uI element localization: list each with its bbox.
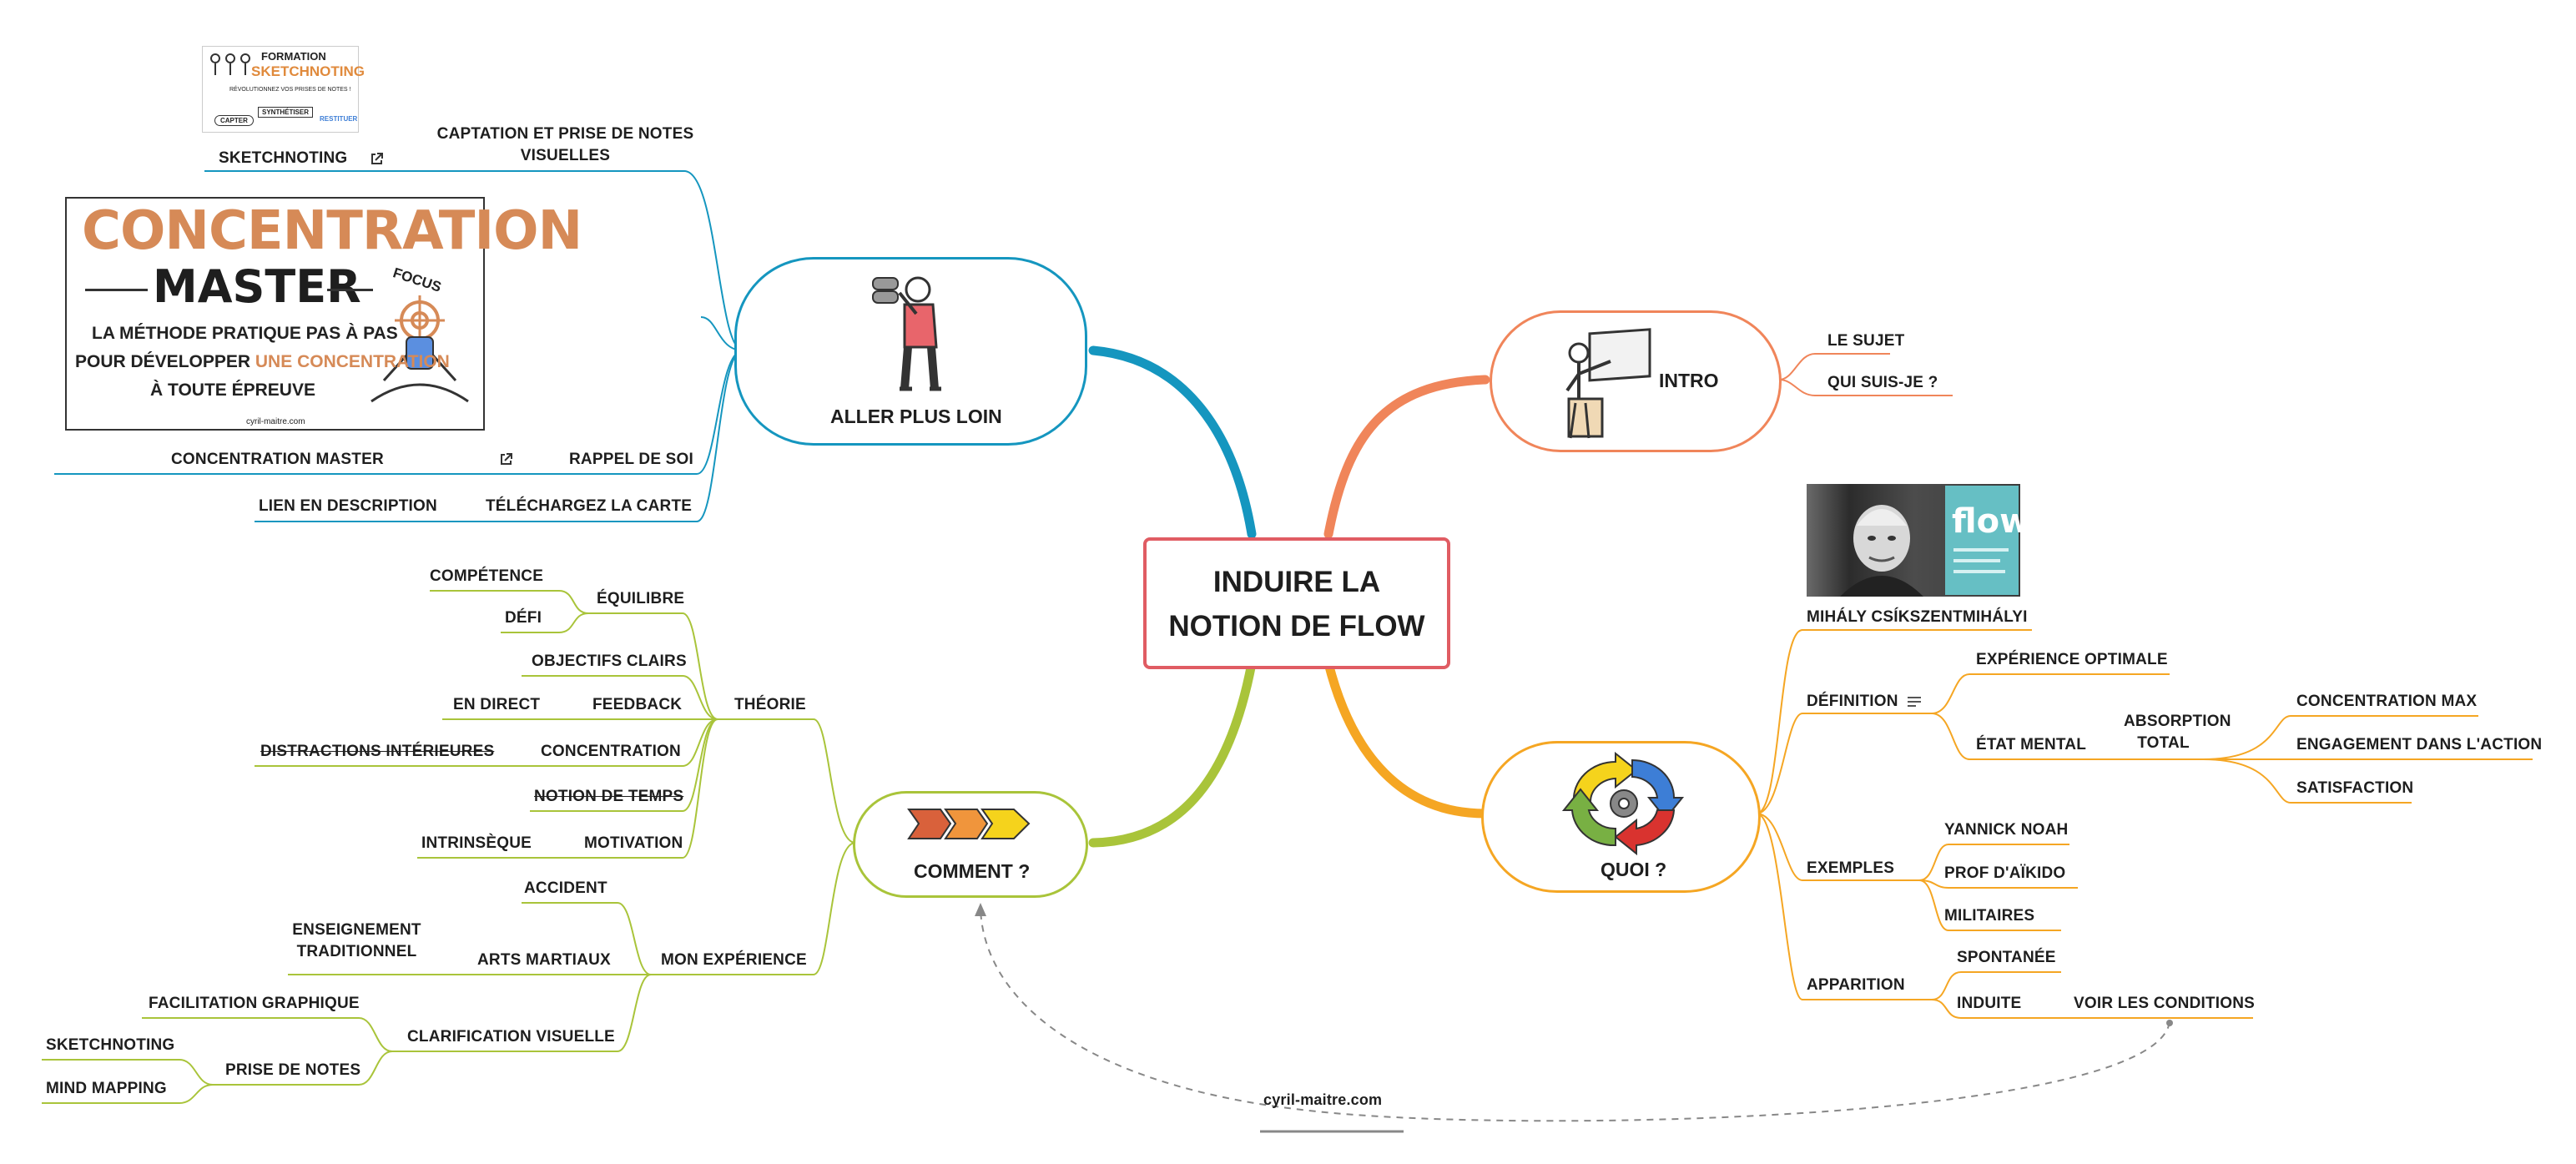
voir-conditions[interactable]: VOIR LES CONDITIONS — [2074, 995, 2256, 1012]
comment-title: COMMENT ? — [914, 860, 1031, 882]
intro-title: INTRO — [1659, 370, 1719, 391]
formation-line2: SKETCHNOTING — [251, 63, 365, 79]
cover-text2b: UNE CONCENTRATION — [255, 352, 450, 371]
binoculars-person-icon — [872, 276, 941, 391]
arts-martiaux[interactable]: ARTS MARTIAUX — [477, 951, 611, 969]
presenter-icon — [1565, 328, 1651, 439]
mind-mapping[interactable]: MIND MAPPING — [46, 1080, 167, 1097]
captation-label[interactable]: CAPTATION ET PRISE DE NOTES VISUELLES — [436, 125, 694, 164]
formation-tag-synthetiser: SYNTHÉTISER — [258, 107, 314, 118]
author-portrait-image: flow — [1807, 484, 2030, 597]
exemple-aikido[interactable]: PROF D'AÏKIDO — [1944, 864, 2066, 882]
experience-optimale[interactable]: EXPÉRIENCE OPTIMALE — [1976, 651, 2168, 668]
motivation[interactable]: MOTIVATION — [584, 834, 683, 852]
facilitation-graphique[interactable]: FACILITATION GRAPHIQUE — [149, 995, 360, 1012]
etat-mental[interactable]: ÉTAT MENTAL — [1976, 736, 2087, 753]
apparition-induite[interactable]: INDUITE — [1957, 995, 2022, 1012]
sketchnoting-link[interactable]: SKETCHNOTING — [219, 149, 348, 167]
footer-url[interactable]: cyril-maitre.com — [1263, 1091, 1383, 1108]
branch-aller — [1088, 345, 1257, 539]
cover-line2: MASTER — [153, 260, 361, 313]
external-link-icon[interactable] — [370, 152, 384, 166]
meditating-person-icon — [371, 295, 469, 403]
aller-title: ALLER PLUS LOIN — [830, 406, 1002, 427]
exemples-label[interactable]: EXEMPLES — [1807, 859, 1895, 877]
exemple-militaires[interactable]: MILITAIRES — [1944, 907, 2035, 925]
lien-description[interactable]: LIEN EN DESCRIPTION — [259, 497, 437, 515]
distractions-interieures[interactable]: DISTRACTIONS INTÉRIEURES — [260, 743, 495, 760]
quoi-title: QUOI ? — [1601, 859, 1667, 880]
central-topic[interactable]: INDUIRE LA NOTION DE FLOW — [1143, 537, 1450, 669]
exemple-yannick[interactable]: YANNICK NOAH — [1944, 821, 2069, 839]
mon-experience[interactable]: MON EXPÉRIENCE — [661, 951, 807, 969]
engagement-action[interactable]: ENGAGEMENT DANS L'ACTION — [2296, 736, 2543, 753]
apparition-spontanee[interactable]: SPONTANÉE — [1957, 949, 2056, 966]
cover-text3: À TOUTE ÉPREUVE — [150, 380, 315, 400]
portrait-face-icon — [1840, 505, 1923, 597]
telechargez-carte[interactable]: TÉLÉCHARGEZ LA CARTE — [486, 497, 693, 515]
definition-label[interactable]: DÉFINITION — [1807, 693, 1898, 710]
notes-icon[interactable] — [1907, 696, 1922, 708]
intro-item-sujet[interactable]: LE SUJET — [1827, 332, 1905, 350]
defi[interactable]: DÉFI — [505, 609, 542, 627]
objectifs-clairs[interactable]: OBJECTIFS CLAIRS — [532, 653, 687, 670]
flow-book-title: flow — [1952, 502, 2031, 541]
process-arrows-icon — [907, 809, 1031, 839]
cycle-arrows-gear-icon — [1561, 752, 1685, 856]
cover-line1: CONCENTRATION — [82, 200, 582, 262]
formation-line1: FORMATION — [261, 50, 326, 63]
feedback[interactable]: FEEDBACK — [592, 696, 683, 713]
apparition-label[interactable]: APPARITION — [1807, 976, 1905, 994]
sketchnoting-leaf[interactable]: SKETCHNOTING — [46, 1036, 175, 1054]
topic-aller-plus-loin[interactable]: ALLER PLUS LOIN — [734, 257, 1087, 446]
topic-quoi[interactable]: QUOI ? — [1481, 741, 1761, 893]
concentration-max[interactable]: CONCENTRATION MAX — [2296, 693, 2478, 710]
branch-quoi — [1323, 658, 1490, 819]
notion-de-temps[interactable]: NOTION DE TEMPS — [534, 788, 684, 805]
author-caption[interactable]: MIHÁLY CSÍKSZENTMIHÁLYI — [1807, 608, 2028, 626]
relationship-dashed[interactable] — [980, 909, 2170, 1122]
external-link-icon-2[interactable] — [499, 452, 513, 466]
theorie-label[interactable]: THÉORIE — [734, 696, 806, 713]
formation-tag-restituer: RESTITUER — [320, 115, 358, 123]
topic-comment[interactable]: COMMENT ? — [853, 791, 1088, 898]
topic-intro[interactable]: INTRO — [1490, 310, 1782, 452]
rappel-de-soi[interactable]: RAPPEL DE SOI — [569, 451, 694, 468]
cover-url: cyril-maitre.com — [246, 417, 305, 426]
en-direct[interactable]: EN DIRECT — [453, 696, 541, 713]
cover-text2a: POUR DÉVELOPPER — [75, 352, 251, 371]
formation-sketchnoting-image[interactable]: FORMATION SKETCHNOTING RÉVOLUTIONNEZ VOS… — [202, 46, 365, 133]
central-title-line1: INDUIRE LA — [1212, 566, 1381, 598]
intro-item-qui[interactable]: QUI SUIS-JE ? — [1827, 374, 1938, 391]
formation-tag-capter: CAPTER — [214, 115, 254, 126]
flow-book-cover: flow — [1945, 486, 2030, 595]
clarification-visuelle[interactable]: CLARIFICATION VISUELLE — [407, 1028, 615, 1046]
people-icon — [210, 53, 250, 75]
accident[interactable]: ACCIDENT — [524, 879, 607, 897]
equilibre[interactable]: ÉQUILIBRE — [597, 590, 685, 607]
formation-sub: RÉVOLUTIONNEZ VOS PRISES DE NOTES ! — [229, 87, 351, 93]
enseignement-traditionnel[interactable]: ENSEIGNEMENT TRADITIONNEL — [292, 921, 421, 960]
satisfaction[interactable]: SATISFACTION — [2296, 779, 2414, 797]
competence[interactable]: COMPÉTENCE — [430, 567, 544, 585]
absorption-totale[interactable]: ABSORPTION TOTAL — [2124, 713, 2231, 752]
branch-intro — [1323, 375, 1490, 539]
intrinseque[interactable]: INTRINSÈQUE — [421, 834, 532, 852]
concentration-master-link[interactable]: CONCENTRATION MASTER — [171, 451, 384, 468]
cover-text1: LA MÉTHODE PRATIQUE PAS À PAS — [92, 324, 398, 343]
concentration[interactable]: CONCENTRATION — [541, 743, 681, 760]
concentration-master-cover[interactable]: CONCENTRATION MASTER FOCUS LA MÉTHODE PR… — [65, 197, 582, 431]
branch-comment — [1088, 658, 1257, 848]
central-title-line2: NOTION DE FLOW — [1168, 609, 1425, 642]
prise-de-notes[interactable]: PRISE DE NOTES — [225, 1061, 361, 1079]
